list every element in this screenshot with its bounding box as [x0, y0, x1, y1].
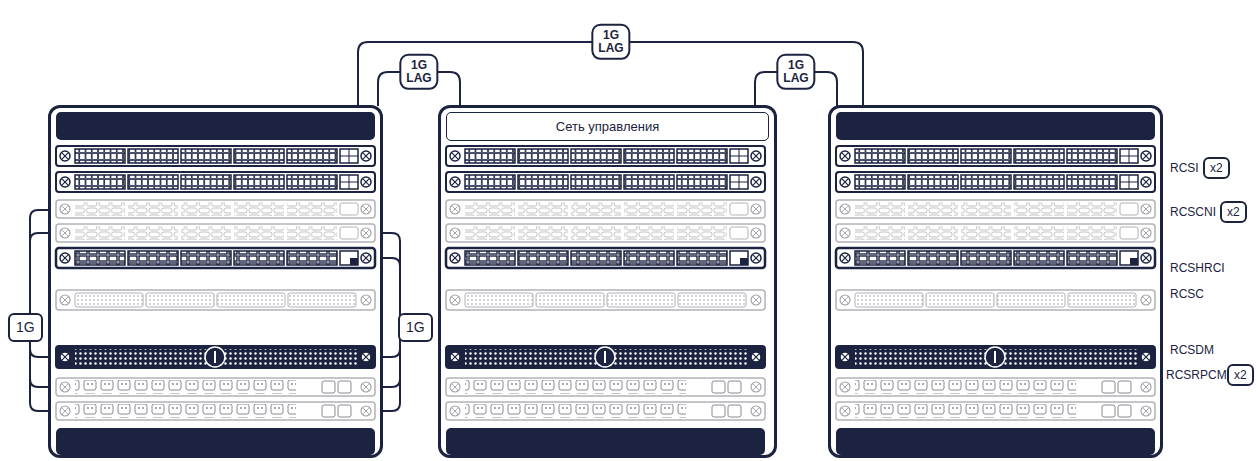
server-rack: [828, 105, 1163, 458]
quantity: x2: [1203, 157, 1230, 179]
link-label: 1G LAG: [776, 54, 815, 90]
link-speed: 1G: [8, 313, 43, 342]
device-label: RCSRPCM: [1166, 368, 1227, 382]
device-label: RCSHRCI: [1170, 261, 1225, 275]
device-label: RCSI: [1170, 161, 1199, 175]
server-rack: Сеть управления: [438, 105, 777, 458]
link-label: 1G LAG: [399, 54, 438, 90]
device-label: RCSDM: [1170, 343, 1214, 357]
device-label: RCSCNI: [1170, 205, 1216, 219]
node-text: Сеть управления: [556, 119, 659, 134]
quantity: x2: [1227, 364, 1254, 386]
link-label: 1G LAG: [591, 24, 630, 60]
link-speed: 1G: [398, 313, 433, 342]
device-label: RCSC: [1170, 287, 1204, 301]
management-bar: Сеть управления: [446, 112, 769, 141]
quantity: x2: [1220, 201, 1247, 223]
server-rack: [48, 105, 383, 458]
